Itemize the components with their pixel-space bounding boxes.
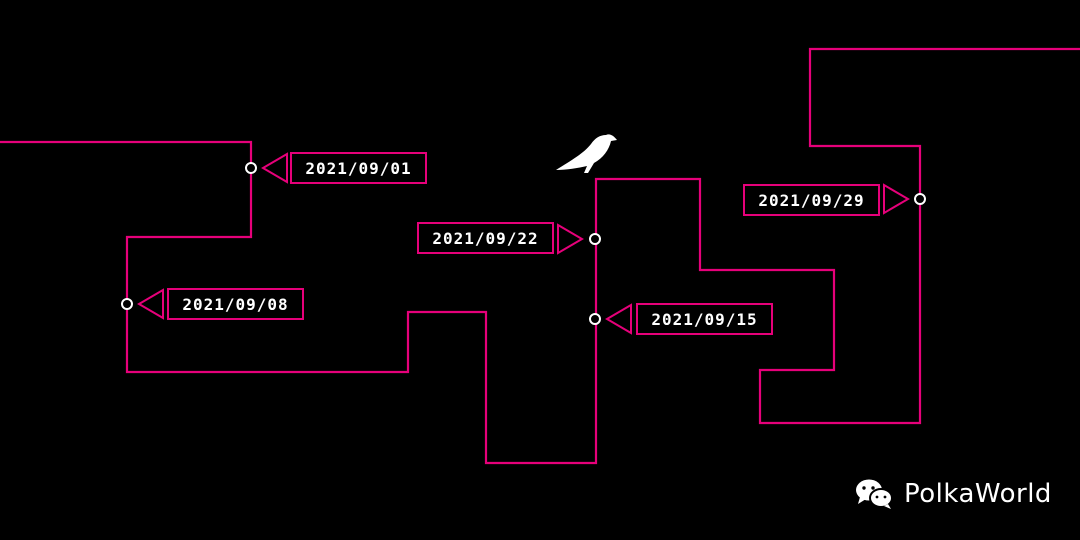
date-box xyxy=(417,222,554,254)
milestone-5: 2021/09/29 xyxy=(743,183,926,216)
pointer-left-icon xyxy=(605,303,632,335)
milestone-node xyxy=(121,298,133,310)
milestone-1: 2021/09/01 xyxy=(245,152,427,184)
timeline-path-left xyxy=(0,47,1080,465)
pointer-left-icon xyxy=(261,152,288,184)
milestone-node xyxy=(589,313,601,325)
date-label: 2021/09/29 xyxy=(758,191,864,210)
date-box xyxy=(743,184,880,216)
watermark: PolkaWorld xyxy=(854,474,1052,514)
milestone-node xyxy=(589,233,601,245)
milestone-node xyxy=(914,193,926,205)
date-label: 2021/09/15 xyxy=(651,310,757,329)
date-label: 2021/09/22 xyxy=(432,229,538,248)
date-box xyxy=(290,152,427,184)
date-box xyxy=(636,303,773,335)
kusama-bird-icon xyxy=(556,134,617,173)
pointer-left-icon xyxy=(137,288,164,320)
watermark-label: PolkaWorld xyxy=(904,479,1052,509)
wechat-icon xyxy=(856,479,893,509)
milestone-4: 2021/09/22 xyxy=(417,222,601,255)
date-box xyxy=(167,288,304,320)
milestone-3: 2021/09/15 xyxy=(589,303,773,335)
pointer-right-icon xyxy=(557,223,584,255)
pointer-right-icon xyxy=(883,183,910,215)
date-label: 2021/09/08 xyxy=(182,295,288,314)
date-label: 2021/09/01 xyxy=(305,159,411,178)
milestone-2: 2021/09/08 xyxy=(121,288,304,320)
milestone-node xyxy=(245,162,257,174)
